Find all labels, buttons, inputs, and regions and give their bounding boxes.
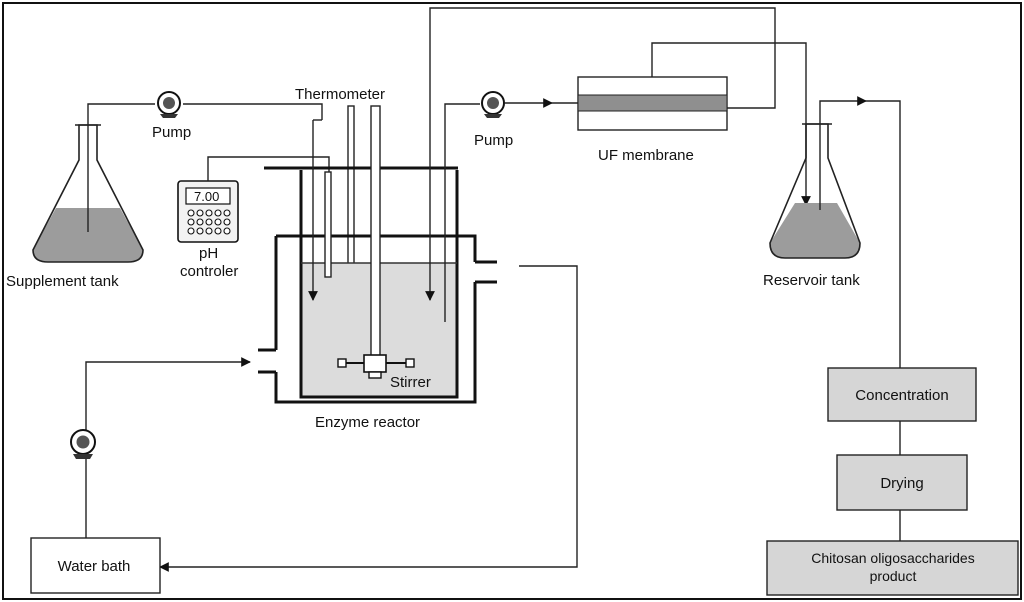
supplement-feed-line [87, 103, 155, 232]
pump-middle [481, 91, 505, 118]
ph-probe-line [207, 156, 330, 181]
concentration-label: Concentration [855, 387, 948, 404]
pump-middle-label: Pump [474, 132, 513, 149]
ph-display: 7.00 [194, 189, 219, 204]
drying-box [836, 454, 968, 511]
ph-controller-label-1: pH [199, 245, 218, 262]
concentration-box [827, 367, 977, 422]
enzyme-reactor-label: Enzyme reactor [315, 414, 420, 431]
pump-left [157, 91, 181, 118]
drying-label: Drying [880, 475, 923, 492]
product-box [766, 540, 1019, 596]
reservoir-tank-label: Reservoir tank [763, 272, 860, 289]
ph-controller-label-2: controler [180, 263, 238, 280]
water-bath-label: Water bath [58, 558, 131, 575]
pump-left-label: Pump [152, 124, 191, 141]
pump-water [70, 429, 96, 459]
enzyme-reactor [258, 105, 497, 404]
thermometer-label: Thermometer [295, 86, 385, 103]
reservoir-tank [769, 123, 861, 259]
product-label-1: Chitosan oligosaccharides [811, 550, 974, 566]
thermometer [347, 105, 355, 287]
supplement-tank-label: Supplement tank [6, 273, 119, 290]
ph-controller [177, 180, 239, 243]
uf-membrane [577, 76, 728, 131]
product-label-2: product [870, 568, 917, 584]
reservoir-outlet-line [819, 96, 867, 210]
stirrer-label: Stirrer [390, 374, 431, 391]
water-bath-box [30, 537, 161, 594]
reactor-outlet-line [444, 103, 480, 322]
jacket-return-line [159, 265, 578, 572]
retentate-return-line [425, 7, 776, 301]
uf-membrane-label: UF membrane [598, 147, 694, 164]
